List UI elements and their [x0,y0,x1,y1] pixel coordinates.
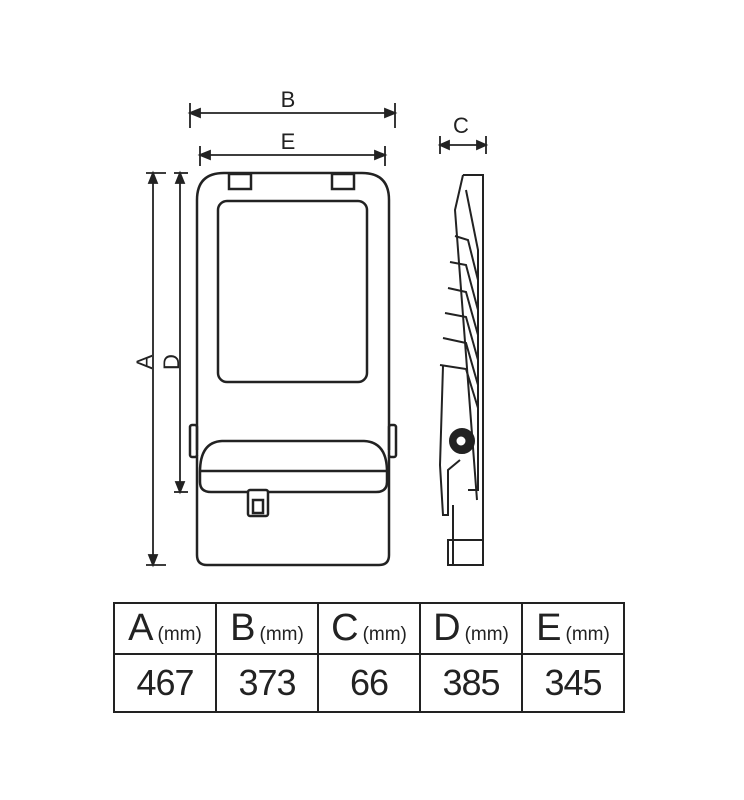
header-letter: C [331,607,359,649]
header-cell-b: B(mm) [215,602,319,655]
label-b: B [281,87,296,112]
header-cell-c: C(mm) [317,602,421,655]
header-unit: (mm) [565,624,610,645]
header-unit: (mm) [362,624,407,645]
dimension-c [437,136,489,154]
value-b: 373 [215,653,319,713]
header-unit: (mm) [464,624,509,645]
value-d: 385 [419,653,523,713]
dimensions-table: A(mm) B(mm) C(mm) D(mm) E(mm) 467 373 66… [113,602,625,713]
header-cell-d: D(mm) [419,602,523,655]
header-unit: (mm) [259,624,304,645]
front-view [188,171,398,567]
value-c: 66 [317,653,421,713]
header-letter: D [433,607,461,649]
floodlight-drawing: B E C A D [132,87,489,568]
header-cell-e: E(mm) [521,602,625,655]
table-value-row: 467 373 66 385 345 [113,653,625,713]
value-a: 467 [113,653,217,713]
side-view [438,174,484,566]
label-c: C [453,113,469,138]
header-letter: B [230,607,256,649]
value-e: 345 [521,653,625,713]
header-unit: (mm) [157,624,202,645]
header-cell-a: A(mm) [113,602,217,655]
header-letter: A [128,607,154,649]
table-header-row: A(mm) B(mm) C(mm) D(mm) E(mm) [113,602,625,655]
dimension-a [146,170,166,568]
label-d: D [159,354,184,370]
dimension-e [197,146,388,166]
dimension-b [187,103,398,128]
header-letter: E [536,607,562,649]
dimension-d [174,170,188,495]
label-a: A [132,354,157,369]
label-e: E [281,129,296,154]
